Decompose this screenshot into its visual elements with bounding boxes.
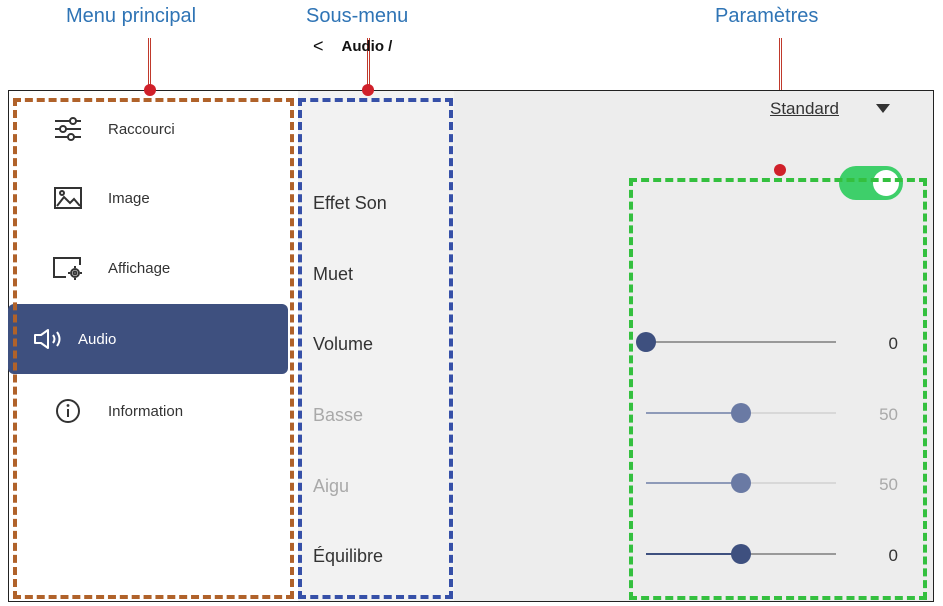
equilibre-value: 0: [888, 546, 898, 565]
sliders-icon: [52, 115, 84, 143]
menu-item-information[interactable]: Information: [8, 376, 284, 446]
slider-fill: [646, 412, 741, 414]
volume-slider[interactable]: [636, 332, 836, 352]
slider-track: [646, 341, 836, 343]
leader-line-submenu: [367, 38, 371, 90]
submenu-title: Audio /: [341, 38, 393, 55]
chevron-left-icon: <: [313, 36, 324, 56]
equilibre-slider[interactable]: [646, 544, 836, 564]
info-icon: [52, 397, 84, 425]
leader-dot-menu: [144, 84, 156, 96]
leader-dot-settings: [774, 164, 786, 176]
slider-thumb[interactable]: [636, 332, 656, 352]
leader-dot-submenu: [362, 84, 374, 96]
submenu-back-button[interactable]: < Audio /: [313, 36, 392, 57]
menu-item-image[interactable]: Image: [8, 163, 284, 233]
muet-toggle[interactable]: [839, 166, 903, 200]
submenu-item-equilibre[interactable]: Équilibre: [313, 546, 384, 566]
menu-item-audio[interactable]: Audio: [8, 304, 288, 374]
image-icon: [52, 184, 84, 212]
volume-value: 0: [888, 334, 898, 353]
annotation-box-menu: [13, 98, 294, 599]
aigu-value: 50: [879, 475, 898, 494]
menu-item-label: Audio: [78, 330, 117, 348]
annotation-box-settings: [629, 178, 927, 600]
slider-thumb[interactable]: [731, 544, 751, 564]
dropdown-arrow-icon[interactable]: [876, 104, 890, 113]
callout-parametres: Paramètres: [715, 5, 819, 27]
submenu-item-effet-son[interactable]: Effet Son: [313, 193, 387, 213]
slider-thumb[interactable]: [731, 473, 751, 493]
slider-fill: [646, 553, 741, 555]
slider-thumb[interactable]: [731, 403, 751, 423]
submenu-item-muet[interactable]: Muet: [313, 264, 354, 284]
submenu-item-basse[interactable]: Basse: [313, 405, 364, 425]
menu-item-label: Information: [108, 402, 184, 420]
menu-item-label: Raccourci: [108, 120, 175, 138]
annotation-box-submenu: [298, 98, 453, 599]
submenu-panel: [298, 91, 454, 601]
menu-item-affichage[interactable]: Affichage: [8, 233, 284, 303]
menu-item-label: Image: [108, 189, 150, 207]
aigu-slider[interactable]: [646, 473, 836, 493]
callout-sous-menu: Sous-menu: [306, 5, 409, 27]
slider-fill: [646, 482, 741, 484]
basse-value: 50: [879, 405, 898, 424]
speaker-icon: [32, 325, 64, 353]
toggle-knob: [873, 170, 899, 196]
effet-son-dropdown[interactable]: Standard: [770, 99, 839, 118]
menu-item-label: Affichage: [108, 259, 171, 277]
callout-menu-principal: Menu principal: [66, 5, 197, 27]
submenu-item-volume[interactable]: Volume: [313, 334, 374, 354]
submenu-item-aigu[interactable]: Aigu: [313, 476, 350, 496]
display-settings-icon: [52, 254, 84, 282]
basse-slider[interactable]: [646, 403, 836, 423]
menu-item-raccourci[interactable]: Raccourci: [8, 94, 284, 164]
leader-line-menu: [148, 38, 152, 90]
